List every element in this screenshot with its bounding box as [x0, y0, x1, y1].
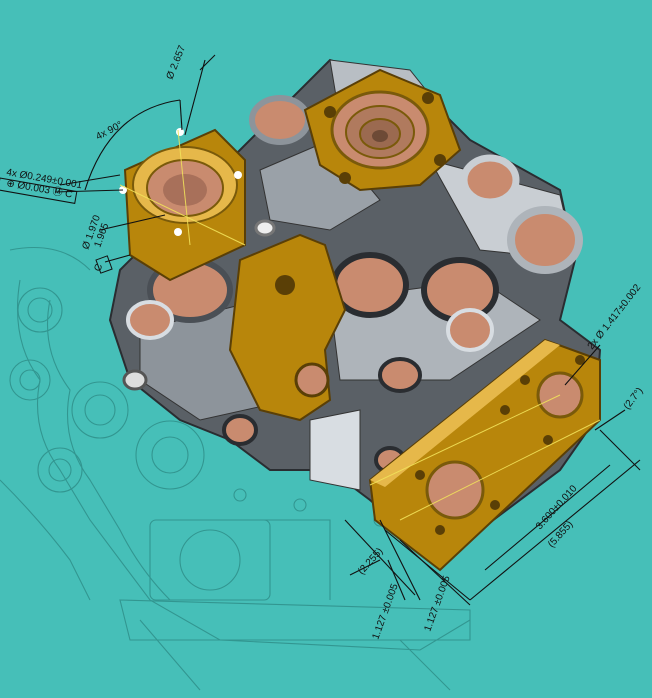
feature-frames [0, 177, 113, 274]
dim-angle-90: 4x 90° [94, 120, 124, 143]
dim-5855: (5.855) [546, 519, 575, 550]
engine-block [108, 58, 602, 572]
right-gold-plate [368, 338, 601, 572]
top-gold-flange [303, 68, 462, 192]
dim-2255: (2.255) [356, 546, 385, 577]
dim-dia-2657: Ø 2.657 [165, 44, 189, 82]
bores [122, 95, 583, 474]
dimension-lines [54, 54, 641, 606]
projection-lines [119, 129, 601, 521]
blueprint-linework [0, 247, 471, 691]
dim-bore-callout: 2x Ø 1.417±0.002 [586, 282, 644, 352]
dim-1127-b: 1.127 ±0.005 [422, 574, 452, 633]
dim-1127-a: 1.127 ±0.005 [370, 582, 400, 641]
dim-ref-27: (2.7°) [622, 386, 646, 412]
